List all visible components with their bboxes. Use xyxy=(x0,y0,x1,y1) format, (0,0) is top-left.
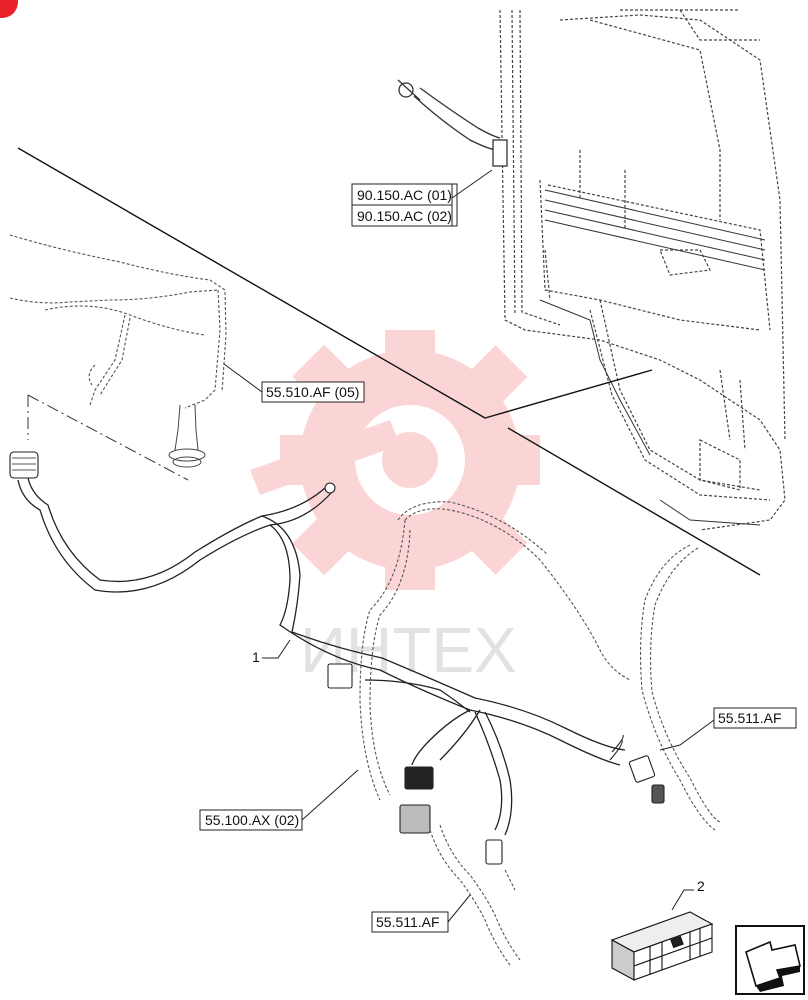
ref-label-90150-02-text: 90.150.AC (02) xyxy=(357,208,452,224)
callout-item-1: 1 xyxy=(252,639,291,665)
ref-label-55511-bottom-text: 55.511.AF xyxy=(376,914,440,930)
red-badge-icon xyxy=(0,0,18,18)
gear-logo-icon xyxy=(250,330,540,590)
cab-detail-lines xyxy=(539,189,766,526)
callout-item-2-text: 2 xyxy=(697,878,705,894)
ref-label-90150-02[interactable]: 90.150.AC (02) xyxy=(351,204,453,227)
ref-label-55511-right[interactable]: 55.511.AF xyxy=(659,707,797,751)
harness-connectors xyxy=(9,451,665,865)
main-wire-harness xyxy=(17,477,626,836)
battery-cable xyxy=(397,79,508,167)
parts-box-icon xyxy=(610,911,714,981)
callout-item-1-text: 1 xyxy=(252,649,260,665)
dashed-harness-routing xyxy=(359,501,721,966)
ref-label-55511-right-text: 55.511.AF xyxy=(718,710,782,726)
ref-label-55100[interactable]: 55.100.AX (02) xyxy=(199,769,359,831)
ref-label-55100-text: 55.100.AX (02) xyxy=(205,812,299,828)
section-cut-line xyxy=(17,147,761,576)
ref-label-90150-01[interactable]: 90.150.AC (01) xyxy=(351,183,453,206)
cab-frame xyxy=(499,9,786,531)
reference-outline-left xyxy=(9,234,227,409)
ref-label-55510[interactable]: 55.510.AF (05) xyxy=(223,363,365,403)
ref-label-90150-01-text: 90.150.AC (01) xyxy=(357,187,452,203)
ref-label-55511-bottom[interactable]: 55.511.AF xyxy=(371,894,471,933)
alignment-guide xyxy=(27,394,189,481)
next-page-arrow-icon[interactable] xyxy=(735,925,805,995)
ref-label-90150-group: 90.150.AC (01) 90.150.AC (02) xyxy=(351,169,493,227)
callout-item-2: 2 xyxy=(671,878,705,911)
plug-connector xyxy=(168,404,206,468)
ref-label-55510-text: 55.510.AF (05) xyxy=(266,384,359,400)
